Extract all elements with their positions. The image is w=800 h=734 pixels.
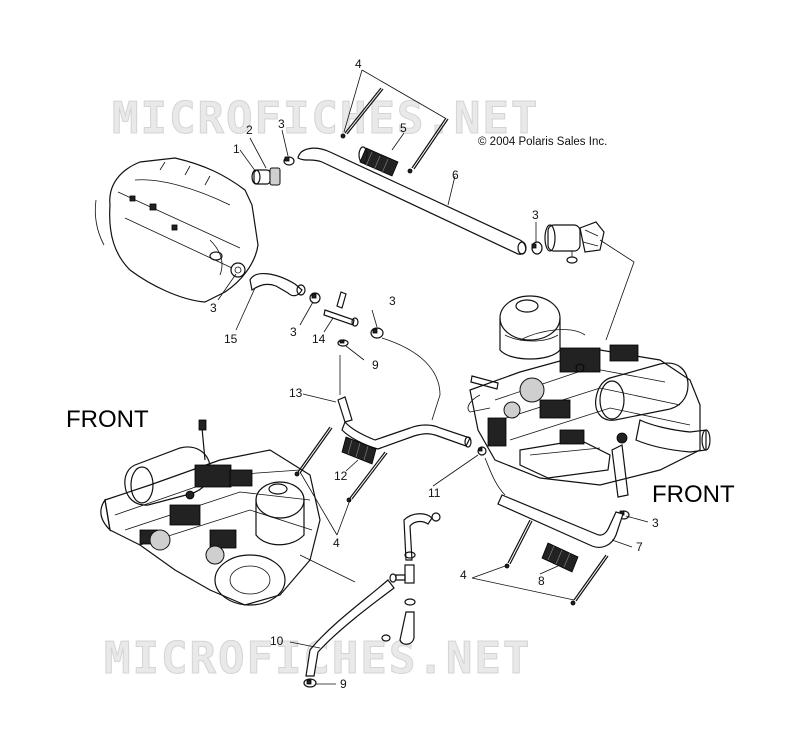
callout-4-lower: 4 — [460, 568, 467, 582]
watermark-top: MICROFICHES.NET — [112, 93, 539, 144]
hose-13 — [337, 396, 353, 423]
callout-3-lower-right: 3 — [652, 516, 659, 530]
callout-3-upper-right: 3 — [532, 208, 539, 222]
callout-8: 8 — [538, 574, 545, 588]
callout-1: 1 — [233, 142, 240, 156]
clamp-9-upper — [337, 339, 349, 347]
engine-left — [100, 419, 321, 606]
callout-3-airbox: 3 — [210, 301, 217, 315]
callout-9-lower: 9 — [340, 677, 347, 691]
callout-11: 11 — [428, 486, 441, 500]
hose-6 — [297, 147, 527, 255]
engine-right — [467, 295, 711, 498]
inlet-fitting — [251, 167, 281, 186]
callout-9-upper: 9 — [372, 358, 379, 372]
clamp-3-mid-left — [309, 292, 321, 304]
callout-6: 6 — [452, 168, 459, 182]
callout-12: 12 — [334, 469, 348, 483]
callout-3-top: 3 — [278, 117, 285, 131]
front-label-left: FRONT — [66, 406, 149, 433]
callout-7: 7 — [636, 540, 643, 554]
callout-15: 15 — [224, 332, 238, 346]
airbox-housing — [94, 157, 259, 303]
tee-fitting-14 — [323, 291, 359, 327]
callout-3-mid: 3 — [290, 325, 297, 339]
callout-13: 13 — [289, 386, 303, 400]
callout-4-middle: 4 — [333, 536, 340, 550]
clamp-3-upper-right — [531, 241, 543, 255]
ties-4-top — [340, 87, 449, 174]
callout-10: 10 — [270, 634, 284, 648]
callout-14: 14 — [312, 332, 326, 346]
callout-4-top: 4 — [355, 57, 362, 71]
lower-hose-assembly — [303, 512, 441, 688]
hose-7 — [497, 494, 624, 548]
copyright-text: © 2004 Polaris Sales Inc. — [478, 136, 607, 148]
sleeve-5 — [358, 146, 399, 177]
sleeve-8 — [541, 542, 579, 573]
front-label-right: FRONT — [652, 481, 735, 508]
ties-4-middle — [294, 426, 388, 503]
ties-4-lower — [504, 519, 609, 606]
hose-clamp — [283, 156, 295, 166]
check-valve — [544, 221, 605, 264]
callout-3-center: 3 — [389, 294, 396, 308]
sleeve-12 — [341, 436, 377, 465]
clamp-11 — [477, 446, 487, 456]
callout-2: 2 — [246, 123, 253, 137]
hose-15 — [249, 273, 303, 297]
callout-5: 5 — [400, 121, 407, 135]
clamp-3-center — [370, 327, 384, 339]
